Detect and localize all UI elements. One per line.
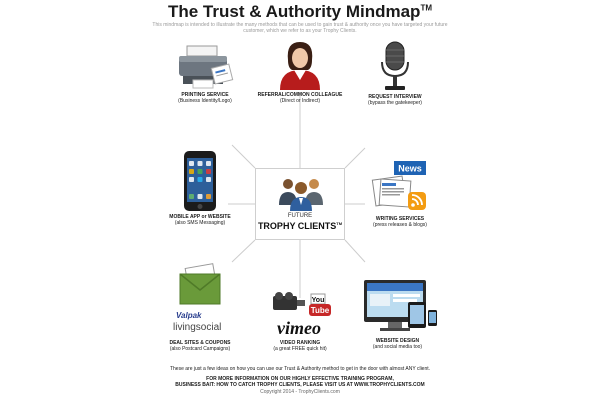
node-label: WEBSITE DESIGN [375, 338, 420, 344]
livingsocial-logo-text: livingsocial [173, 322, 221, 333]
node-sublabel: (Direct or Indirect) [279, 98, 320, 104]
node-sublabel: (press releases & blogs) [373, 222, 427, 228]
vimeo-logo-text: vimeo [277, 318, 321, 338]
node-label: PRINTING SERVICE [181, 92, 229, 98]
page-subtitle: This mindmap is intended to illustrate t… [152, 22, 448, 34]
connector-line [344, 239, 366, 263]
business-people-icon [279, 179, 323, 211]
node-video-ranking: You Tube vimeo VIDEO RANKING (a great FR… [255, 292, 345, 352]
node-website-design: WEBSITE DESIGN (and social media too) [350, 278, 445, 350]
printer-icon [179, 45, 234, 89]
node-referral: REFERRAL/COMMON COLLEAGUE (Direct or Ind… [250, 40, 350, 104]
node-label: DEAL SITES & COUPONS [169, 340, 231, 346]
node-sublabel: (also Postcard Campaigns) [169, 346, 231, 352]
youtube-you-text: You [312, 297, 325, 304]
node-mobile-app: MOBILE APP or WEBSITE (also SMS Messagin… [160, 150, 240, 226]
news-rss-icon: News [371, 161, 426, 210]
node-writing-services: News WRITING SERVICES (press releases & … [355, 158, 445, 228]
youtube-tube-text: Tube [311, 306, 330, 315]
node-label: MOBILE APP or WEBSITE [169, 214, 231, 220]
node-label: WRITING SERVICES [375, 216, 425, 222]
valpak-logo-text: Valpak [176, 311, 202, 320]
node-printing-service: PRINTING SERVICE (Business Identity/Logo… [160, 44, 250, 104]
connector-line [231, 239, 256, 263]
businesswoman-icon [280, 42, 320, 90]
node-sublabel: (and social media too) [372, 344, 423, 350]
smartphone-icon [184, 151, 216, 211]
footer-info-line2: BUSINESS BAIT: HOW TO CATCH TROPHY CLIEN… [175, 382, 425, 388]
page-title: The Trust & Authority MindmapTM [167, 2, 433, 21]
news-badge-text: News [398, 164, 422, 174]
node-sublabel: (Business Identity/Logo) [178, 98, 232, 104]
node-sublabel: (a great FREE quick hit) [273, 346, 327, 352]
node-sublabel: (also SMS Messaging) [174, 220, 226, 226]
node-label: REFERRAL/COMMON COLLEAGUE [257, 92, 343, 98]
connector-line [344, 147, 366, 169]
video-camera-icon: You Tube vimeo [273, 292, 331, 338]
center-line1: FUTURE [287, 213, 313, 219]
coupon-envelope-icon: Valpak livingsocial [173, 263, 221, 333]
node-label: REQUEST INTERVIEW [368, 94, 422, 100]
node-deal-sites: Valpak livingsocial DEAL SITES & COUPONS… [160, 262, 240, 352]
footer-intro: These are just a few ideas on how you ca… [169, 366, 431, 372]
center-line2: TROPHY CLIENTSTM [257, 221, 343, 231]
node-label: VIDEO RANKING [279, 340, 321, 346]
node-sublabel: (bypass the gatekeeper) [368, 100, 422, 106]
footer-info-line1: FOR MORE INFORMATION ON OUR HIGHLY EFFEC… [206, 376, 394, 382]
connector-line [231, 144, 256, 169]
footer-copyright: Copyright 2014 - TrophyClients.com [260, 389, 340, 395]
devices-icon [363, 280, 437, 331]
center-trophy-clients: FUTURE TROPHY CLIENTSTM [255, 168, 345, 240]
microphone-icon [381, 41, 409, 90]
node-request-interview: REQUEST INTERVIEW (bypass the gatekeeper… [350, 40, 440, 106]
